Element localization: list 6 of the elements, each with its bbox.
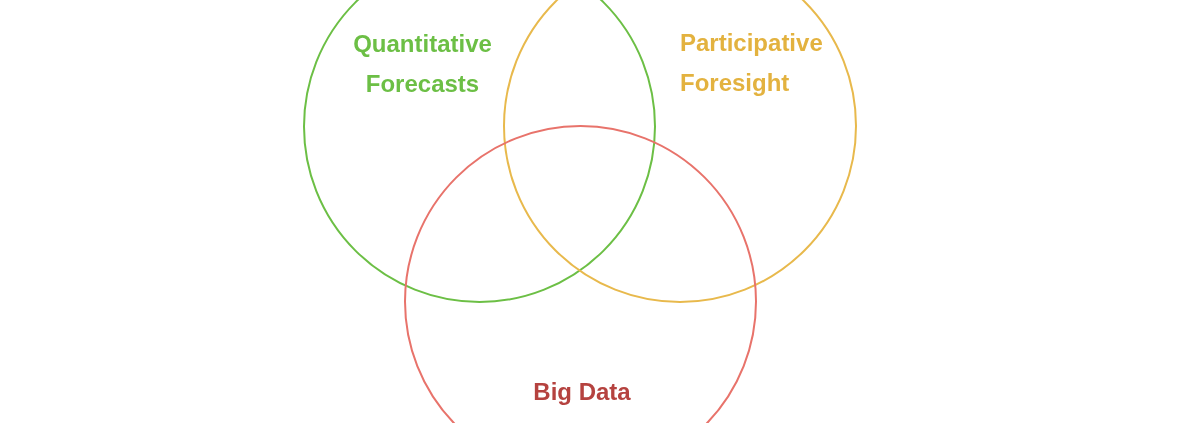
venn-circle xyxy=(403,125,757,423)
circle-label: Quantitative Forecasts xyxy=(352,29,493,99)
circle-label: Participative Foresight xyxy=(680,28,824,98)
circle-label: Big Data xyxy=(532,377,632,407)
venn-circle xyxy=(303,0,656,303)
venn-circle xyxy=(503,0,857,303)
